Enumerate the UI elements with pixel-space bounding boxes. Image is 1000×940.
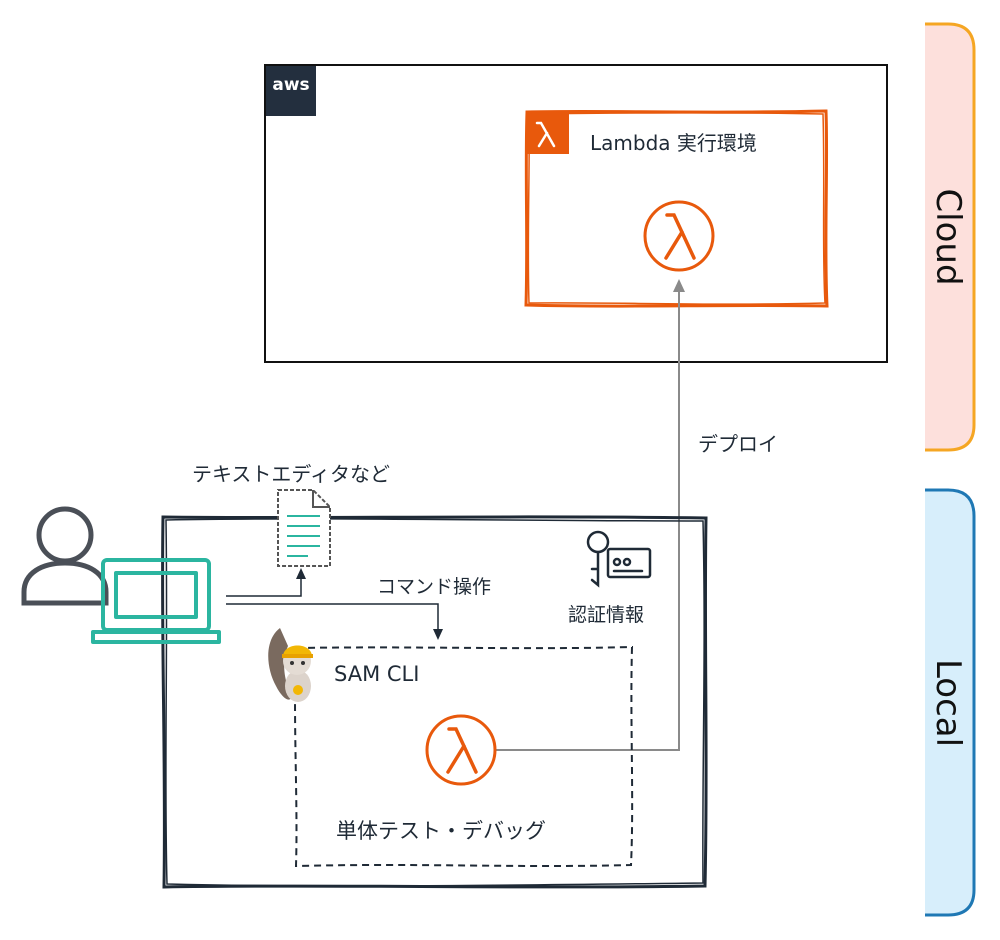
user-icon [21,506,109,606]
command-label: コマンド操作 [377,576,492,598]
sam-cli-label: SAM CLI [334,662,420,686]
aws-logo: aws [266,66,316,116]
cloud-band [925,22,976,452]
document-icon [277,489,331,567]
cloud-label: Cloud [928,188,968,286]
deploy-label: デプロイ [698,432,778,456]
lambda-badge-icon [527,112,569,154]
text-editor-label: テキストエディタなど [192,462,390,486]
command-arrow [226,603,443,640]
local-frame [161,515,708,889]
laptop-icon [91,558,221,644]
local-band [925,488,976,917]
sam-cli-frame [294,645,634,868]
cloud-lambda-icon [643,200,715,272]
local-lambda-icon [425,714,497,786]
credentials-icon [586,530,652,588]
local-label: Local [928,658,968,748]
credentials-label: 認証情報 [568,604,645,626]
aws-logo-text: aws [272,75,310,95]
lambda-env-frame [524,109,829,308]
sam-squirrel-icon [268,628,313,702]
lambda-env-title: Lambda 実行環境 [590,131,757,155]
editor-arrow [226,568,306,597]
deploy-arrow [496,279,685,751]
unit-test-label: 単体テスト・デバッグ [336,819,546,843]
aws-cloud-frame [264,64,888,363]
